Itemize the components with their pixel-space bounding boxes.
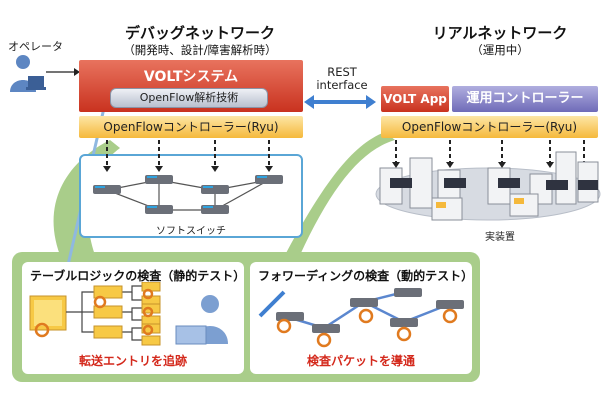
volt-system-label: VOLTシステム bbox=[143, 69, 239, 85]
debug-controller-bar: OpenFlowコントローラー(Ryu) bbox=[79, 116, 303, 138]
debug-network-title: デバッグネットワーク bbox=[124, 24, 275, 42]
rest-interface-label: REST interface bbox=[312, 66, 372, 92]
real-network-subtitle: （運用中） bbox=[471, 43, 529, 57]
operator-label: オペレータ bbox=[8, 40, 63, 53]
static-test-illustration bbox=[29, 282, 228, 346]
openflow-analysis-box: OpenFlow解析技術 bbox=[110, 88, 268, 108]
rest-line1: REST bbox=[327, 65, 357, 79]
volt-app-box: VOLT App bbox=[381, 86, 449, 112]
rest-line2: interface bbox=[316, 78, 368, 92]
dynamic-test-title: フォワーディングの検査（動的テスト） bbox=[258, 269, 474, 283]
soft-switch-area bbox=[79, 154, 303, 238]
soft-switch-diagram bbox=[93, 140, 283, 214]
dynamic-test-illustration bbox=[258, 288, 464, 348]
static-test-title: テーブルロジックの検査（静的テスト） bbox=[30, 269, 246, 283]
debug-network-subtitle: （開発時、設計/障害解析時） bbox=[123, 43, 277, 57]
ops-controller-box: 運用コントローラー bbox=[452, 86, 598, 112]
equipment-label: 実装置 bbox=[485, 232, 515, 243]
real-controller-bar: OpenFlowコントローラー(Ryu) bbox=[381, 116, 598, 138]
static-test-caption: 転送エントリを追跡 bbox=[78, 354, 187, 368]
soft-switch-label: ソフトスイッチ bbox=[156, 226, 226, 237]
real-equipment-diagram bbox=[375, 140, 601, 221]
real-network-title: リアルネットワーク bbox=[432, 24, 568, 42]
operator-icon bbox=[10, 55, 46, 92]
dynamic-test-caption: 検査パケットを導通 bbox=[306, 354, 415, 368]
